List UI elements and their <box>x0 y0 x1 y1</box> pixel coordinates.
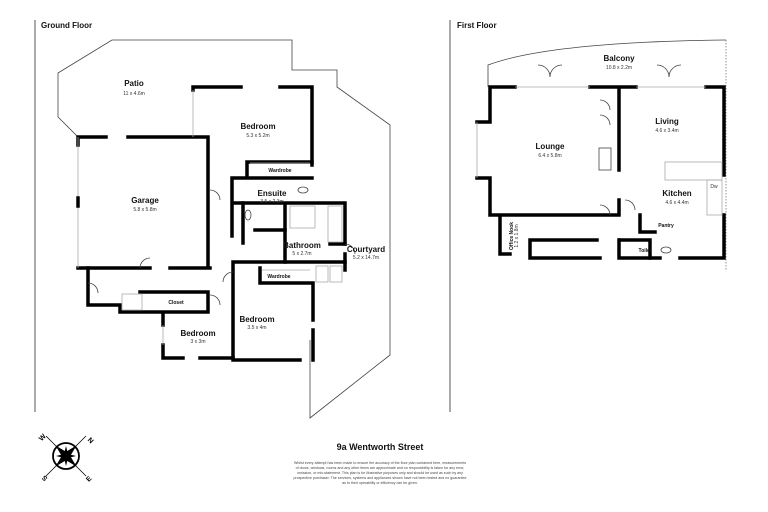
compass-s: S <box>41 473 49 481</box>
balcony-outline <box>487 39 727 87</box>
room-size: 10.8 x 2.2m <box>606 65 632 71</box>
room-label: Toilet <box>639 248 652 254</box>
property-title: 9a Wentworth Street <box>337 442 424 452</box>
room-size: 5 x 2.7m <box>292 251 311 257</box>
room-size: 5.3 x 5.2m <box>246 133 269 139</box>
room-size: 4.6 x 3.4m <box>655 128 678 134</box>
room-label: Kitchen <box>662 189 691 198</box>
room-size: 5.2 x 14.7m <box>353 255 379 261</box>
compass-n: N <box>86 437 95 446</box>
room-label: Wardrobe <box>268 168 291 174</box>
room-label: Wardrobe <box>267 274 290 280</box>
first-floor-walls <box>475 85 726 260</box>
door-swings <box>87 189 356 306</box>
room-size: 3.5 x 2.3m <box>260 199 283 205</box>
first-floor-plan: Balcony 10.8 x 2.2m Lounge 6.4 x 5.8m Li… <box>475 39 727 270</box>
fireplace <box>598 147 612 171</box>
room-size: 1.2 x 1.8m <box>514 224 520 247</box>
compass-w: W <box>38 433 48 443</box>
room-label: Bedroom <box>239 315 274 324</box>
room-label: Bathroom <box>283 241 321 250</box>
svg-text:as to their operability or eff: as to their operability or efficiency ca… <box>342 481 418 485</box>
room-size: 3.5 x 4m <box>247 325 266 331</box>
door-swings <box>537 64 682 216</box>
first-floor-heading: First Floor <box>457 21 497 30</box>
room-label: Closet <box>168 300 184 306</box>
room-size: 3 x 3m <box>190 339 205 345</box>
svg-text:prospective purchaser. The ser: prospective purchaser. The services, sys… <box>294 476 467 480</box>
room-size: 5.8 x 5.8m <box>133 207 156 213</box>
bedroom-3-walls <box>86 266 235 360</box>
room-label: Lounge <box>536 142 565 151</box>
svg-text:Whilst every attempt has been: Whilst every attempt has been made to en… <box>294 461 466 465</box>
room-label: Bedroom <box>180 329 215 338</box>
room-label: Office Nook <box>509 222 515 250</box>
room-label: Garage <box>131 196 159 205</box>
compass-icon: W N S E <box>38 433 94 484</box>
svg-text:omission, or mis-statement. Th: omission, or mis-statement. This plan is… <box>297 471 463 475</box>
room-size: 11 x 4.6m <box>123 91 145 97</box>
room-label: Bedroom <box>240 122 275 131</box>
room-label: Living <box>655 117 679 126</box>
room-label: Patio <box>124 79 144 88</box>
room-size: 6.4 x 5.8m <box>538 153 561 159</box>
room-label: Pantry <box>658 223 674 229</box>
disclaimer: Whilst every attempt has been made to en… <box>294 461 467 485</box>
ground-floor-plan: Patio 11 x 4.6m Bedroom 5.3 x 5.2m Wardr… <box>57 39 391 419</box>
svg-text:of doors, windows, rooms and a: of doors, windows, rooms and any other i… <box>296 466 465 470</box>
room-label: Ensuite <box>258 189 287 198</box>
ground-floor-heading: Ground Floor <box>41 21 92 30</box>
bedroom-1-walls <box>191 85 314 167</box>
compass-e: E <box>85 475 93 483</box>
patio-courtyard-outline <box>57 39 391 419</box>
room-label: Courtyard <box>347 245 385 254</box>
room-size: 4.6 x 4.4m <box>665 200 688 206</box>
room-label: Balcony <box>603 54 635 63</box>
room-label: Dw <box>710 184 718 190</box>
bedroom-2-walls <box>231 260 347 362</box>
ensuite-walls <box>230 176 347 264</box>
